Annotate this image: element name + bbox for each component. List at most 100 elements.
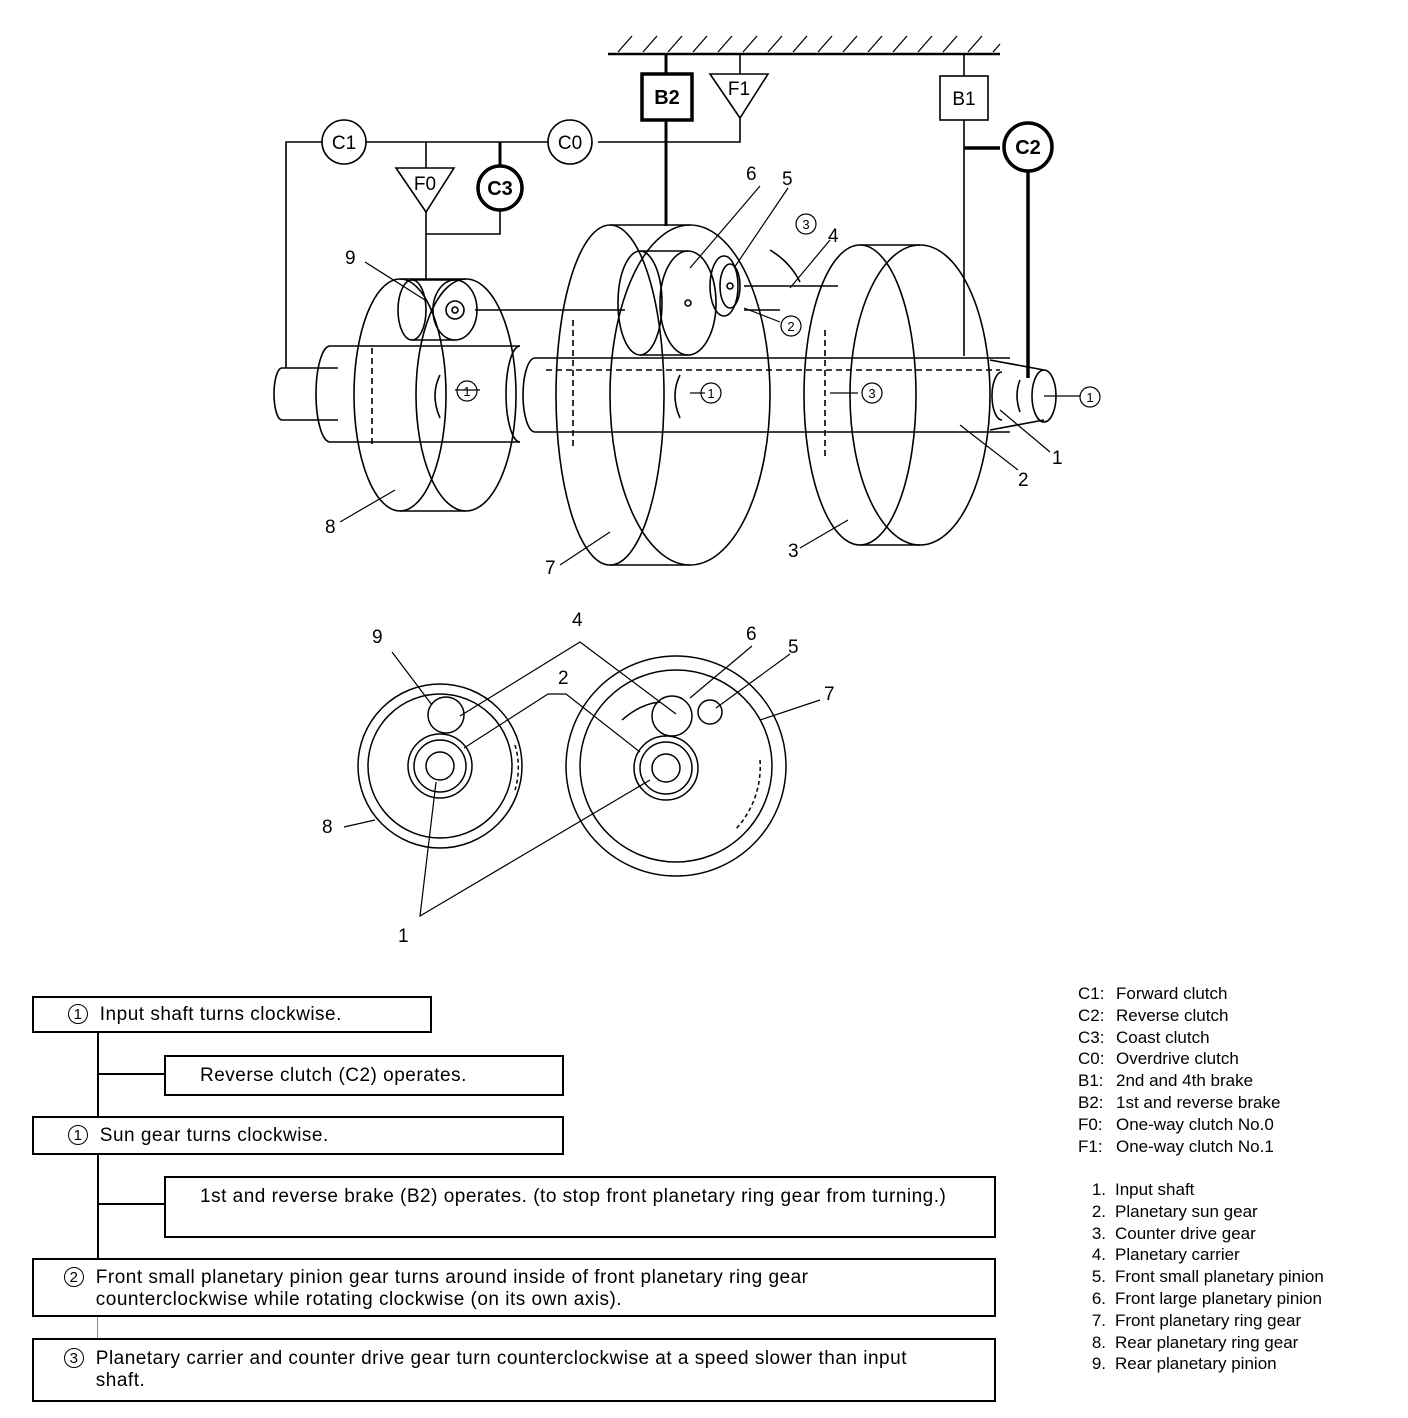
c1-label: C1 (332, 133, 356, 154)
input-shaft (273, 345, 1057, 443)
legend-row: 6.Front large planetary pinion (1078, 1288, 1324, 1310)
legend-row: 4.Planetary carrier (1078, 1244, 1324, 1266)
front-planetary-ring-gear (555, 224, 771, 566)
front-ring-gear-front-view (565, 655, 787, 877)
flow-marker-1-input (1079, 386, 1101, 408)
bottom-part-label-7: 7 (824, 684, 835, 705)
legend-key: 9. (1091, 1354, 1106, 1374)
legend-key: 2. (1091, 1201, 1106, 1221)
bottom-part-label-1: 1 (398, 926, 409, 947)
rear-ring-gear-front-view (357, 683, 523, 849)
flow-marker-text: 1 (463, 384, 470, 399)
legend-label: Input shaft (1115, 1180, 1195, 1199)
front-small-planetary-pinion (709, 255, 741, 317)
legend-row: C2: Reverse clutch (1078, 1005, 1280, 1027)
bottom-part-label-2: 2 (558, 668, 569, 689)
flow-step-6: 3 Planetary carrier and counter drive ge… (32, 1338, 996, 1402)
f1-label: F1 (728, 79, 750, 100)
legend-row: C1:Forward clutch (1078, 983, 1280, 1005)
flow-connector (97, 1203, 165, 1205)
legend-key: 8. (1091, 1332, 1106, 1352)
part-label-4: 4 (828, 226, 839, 247)
legend-label: Overdrive clutch (1116, 1049, 1239, 1069)
legend-parts: 1.Input shaft 2.Planetary sun gear 3.Cou… (1078, 1179, 1324, 1375)
legend-key: C2: (1078, 1005, 1105, 1025)
legend-label: 1st and reverse brake (1116, 1092, 1281, 1112)
legend-row: 2. Planetary sun gear (1078, 1201, 1324, 1223)
rear-planetary-ring-gear (353, 278, 517, 512)
flow-step-5: 2 Front small planetary pinion gear turn… (32, 1258, 996, 1317)
step-text: Input shaft turns clockwise. (99, 1004, 342, 1025)
legend-abbreviations: C1:Forward clutch C2:Reverse clutch C3:C… (1078, 983, 1280, 1157)
f0-label: F0 (414, 174, 436, 195)
gear-front-view (357, 655, 787, 877)
c0-label: C0 (558, 133, 582, 154)
f0-one-way-clutch (394, 167, 456, 214)
flow-step-2: Reverse clutch (C2) operates. (164, 1055, 564, 1096)
part-label-3: 3 (788, 541, 799, 562)
legend-label: Reverse clutch (1116, 1005, 1229, 1025)
flow-connector (97, 1073, 165, 1075)
part-label-6: 6 (746, 164, 757, 185)
front-large-pinion-front-view (651, 695, 693, 737)
legend-label: Front small planetary pinion (1115, 1267, 1324, 1287)
part-label-9: 9 (345, 248, 356, 269)
b1-label: B1 (952, 89, 975, 110)
ground-hatch (617, 35, 1001, 53)
legend-row: F1: One-way clutch No.1 (1078, 1136, 1280, 1158)
legend-label: Planetary carrier (1115, 1245, 1240, 1265)
legend-label: Coast clutch (1116, 1027, 1210, 1047)
legend-row: F0: One-way clutch No.0 (1078, 1114, 1280, 1136)
bottom-part-label-6: 6 (746, 624, 757, 645)
legend-key: B1: (1078, 1071, 1104, 1091)
legend-label: One-way clutch No.1 (1116, 1136, 1274, 1156)
legend-label: Planetary sun gear (1115, 1201, 1258, 1221)
step-text: Reverse clutch (C2) operates. (200, 1065, 467, 1086)
flow-step-3: 1 Sun gear turns clockwise. (32, 1116, 564, 1155)
transmission-diagram: B2 F1 B1 C2 C1 C0 F0 C3 1 2 3 4 5 6 7 8 … (273, 35, 1101, 947)
legend-key: F1: (1078, 1136, 1103, 1156)
legend-row: 5. Front small planetary pinion (1078, 1266, 1324, 1288)
legend-key: 5. (1091, 1267, 1106, 1287)
legend-row: 8.Rear planetary ring gear (1078, 1332, 1324, 1354)
f1-one-way-clutch (708, 73, 770, 120)
flow-marker-text: 2 (787, 319, 794, 334)
legend-label: One-way clutch No.0 (1116, 1114, 1274, 1134)
legend-key: 1. (1091, 1180, 1106, 1199)
legend-label: Front planetary ring gear (1115, 1310, 1302, 1330)
legend-row: 9. Rear planetary pinion (1078, 1353, 1324, 1375)
step-text: Planetary carrier and counter drive gear… (95, 1348, 907, 1391)
bottom-part-label-9: 9 (372, 627, 383, 648)
part-label-8: 8 (325, 517, 336, 538)
legend-row: C0: Overdrive clutch (1078, 1048, 1280, 1070)
flow-marker-text: 1 (1086, 390, 1093, 405)
step-marker: 1 (68, 1004, 88, 1024)
step-marker: 1 (68, 1125, 88, 1145)
flow-marker-1-rear (456, 380, 478, 402)
step-text: Sun gear turns clockwise. (99, 1125, 329, 1146)
step-marker: 2 (64, 1267, 84, 1287)
flow-step-1: 1 Input shaft turns clockwise. (32, 996, 432, 1033)
front-large-planetary-pinion (617, 250, 717, 356)
front-small-pinion-front-view (697, 699, 723, 725)
legend-key: C0: (1078, 1049, 1105, 1069)
step-marker: 3 (64, 1348, 84, 1368)
legend-label: Front large planetary pinion (1115, 1288, 1322, 1308)
rear-planetary-pinion (397, 279, 478, 341)
flow-connector (97, 1154, 99, 1258)
c3-coast-clutch (476, 164, 524, 212)
flow-marker-1-front (700, 382, 722, 404)
flow-marker-2-pinion (780, 315, 802, 337)
legend-key: F0: (1078, 1114, 1103, 1134)
step-text: Front small planetary pinion gear turns … (95, 1267, 809, 1310)
c3-label: C3 (487, 178, 513, 200)
legend-key: C1: (1078, 984, 1105, 1003)
b2-label: B2 (654, 87, 680, 109)
flow-connector (97, 1316, 98, 1338)
flow-marker-3-shaft (861, 382, 883, 404)
flow-marker-text: 1 (707, 386, 714, 401)
bottom-part-label-5: 5 (788, 637, 799, 658)
legend-label: Rear planetary pinion (1115, 1354, 1277, 1374)
c2-label: C2 (1015, 137, 1041, 159)
part-label-1: 1 (1052, 448, 1063, 469)
